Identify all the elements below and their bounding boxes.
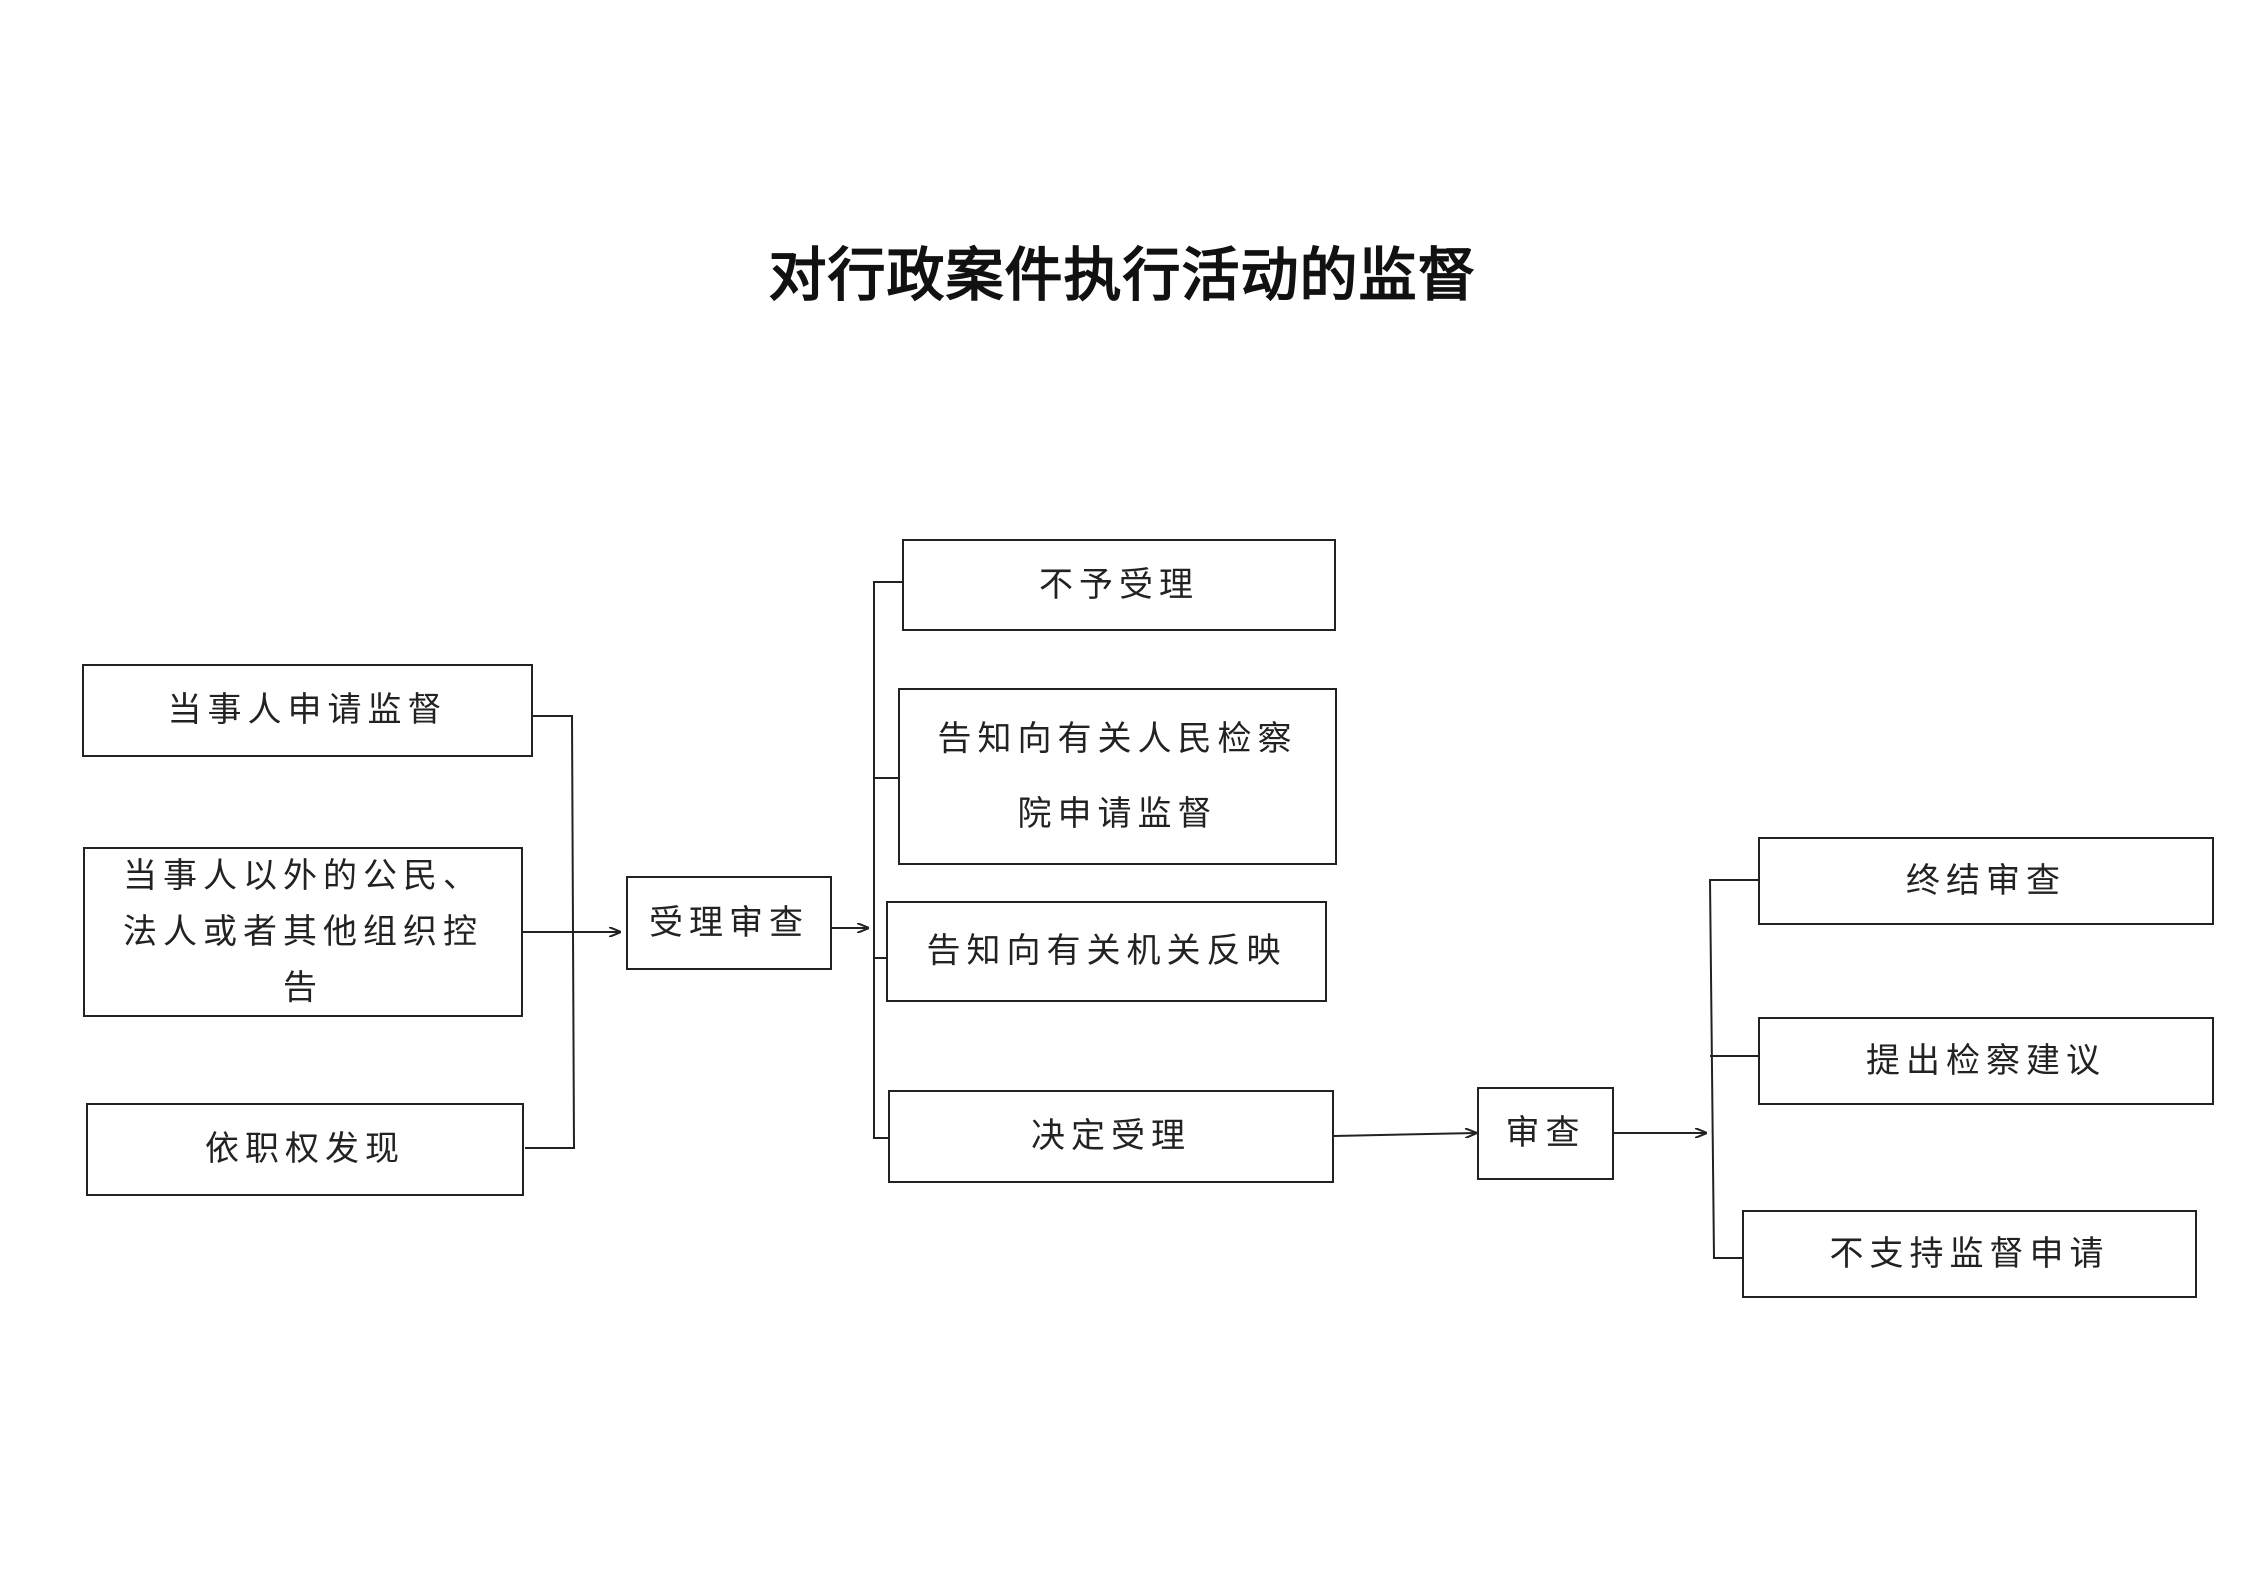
acceptance-review-box: 受理审查 [626,876,832,970]
source-ex-officio: 依职权发现 [86,1103,524,1196]
connector-accept-review [1333,1133,1476,1136]
source-party-apply: 当事人申请监督 [82,664,533,757]
page-title: 对行政案件执行活动的监督 [768,241,1477,309]
bracket-review-outcomes [1708,879,1758,1259]
outcome-reject: 不予受理 [902,539,1336,631]
bracket-acceptance-outcomes [873,581,902,1139]
outcome-accept: 决定受理 [888,1090,1334,1183]
review-box: 审查 [1477,1087,1614,1180]
outcome-notify-procuratorate: 告知向有关人民检察院申请监督 [898,688,1337,865]
source-others-complaint: 当事人以外的公民、法人或者其他组织控告 [83,847,523,1017]
outcome-notify-organ: 告知向有关机关反映 [886,901,1327,1002]
review-outcome-suggestion: 提出检察建议 [1758,1017,2214,1105]
review-outcome-not-support: 不支持监督申请 [1742,1210,2197,1298]
review-outcome-terminate: 终结审查 [1758,837,2214,925]
